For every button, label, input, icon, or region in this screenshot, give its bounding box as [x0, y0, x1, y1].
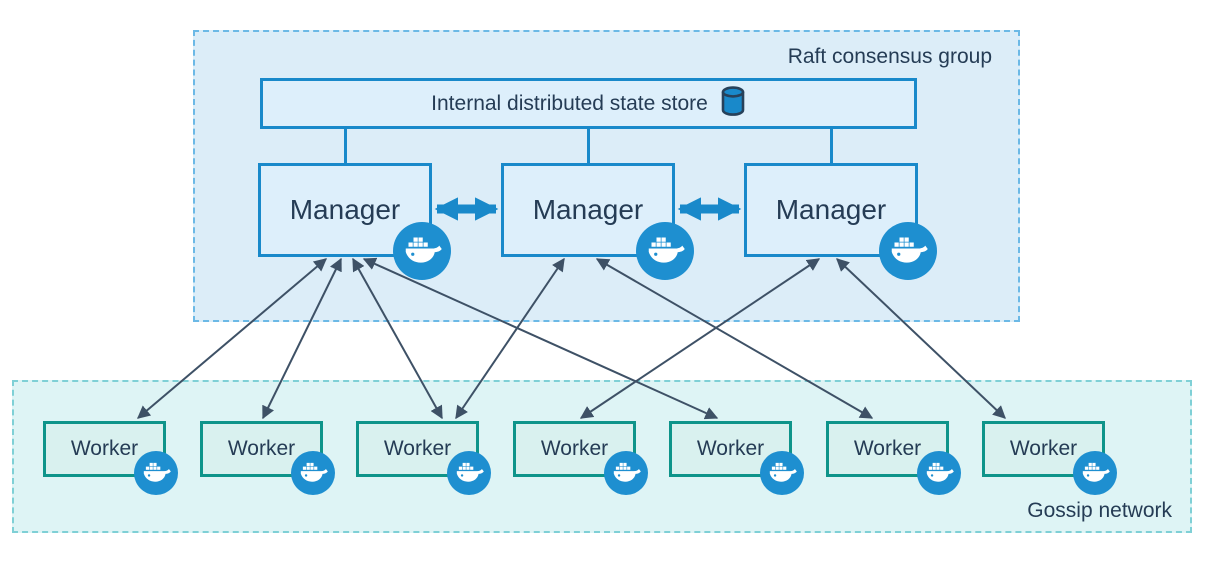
- docker-whale-icon: [879, 222, 937, 280]
- raft-group-label: Raft consensus group: [787, 45, 992, 68]
- worker-box-5: Worker: [669, 421, 804, 495]
- manager-label: Manager: [532, 194, 644, 225]
- gossip-network-label: Gossip network: [1027, 499, 1172, 522]
- worker-box-4: Worker: [513, 421, 648, 495]
- manager-box-3: Manager: [744, 163, 937, 280]
- manager-box-2: Manager: [501, 163, 694, 280]
- worker-box-7: Worker: [982, 421, 1117, 495]
- docker-whale-icon: [760, 451, 804, 495]
- worker-box-6: Worker: [826, 421, 961, 495]
- state-store-box: Internal distributed state store: [260, 78, 917, 129]
- manager-label: Manager: [775, 194, 887, 225]
- docker-whale-icon: [134, 451, 178, 495]
- worker-label: Worker: [227, 437, 296, 460]
- docker-whale-icon: [636, 222, 694, 280]
- store-connector-line: [344, 129, 347, 164]
- docker-whale-icon: [1073, 451, 1117, 495]
- worker-box-3: Worker: [356, 421, 491, 495]
- docker-whale-icon: [291, 451, 335, 495]
- worker-label: Worker: [540, 437, 609, 460]
- manager-label: Manager: [289, 194, 401, 225]
- worker-label: Worker: [853, 437, 922, 460]
- docker-whale-icon: [604, 451, 648, 495]
- worker-label: Worker: [696, 437, 765, 460]
- worker-box-1: Worker: [43, 421, 178, 495]
- state-store-label: Internal distributed state store: [431, 91, 708, 115]
- worker-label: Worker: [70, 437, 139, 460]
- manager-box-1: Manager: [258, 163, 451, 280]
- worker-box-2: Worker: [200, 421, 335, 495]
- store-connector-line: [830, 129, 833, 164]
- store-connector-line: [587, 129, 590, 164]
- docker-whale-icon: [393, 222, 451, 280]
- database-cylinder-icon: [720, 85, 746, 122]
- docker-whale-icon: [917, 451, 961, 495]
- docker-whale-icon: [447, 451, 491, 495]
- worker-label: Worker: [1009, 437, 1078, 460]
- worker-label: Worker: [383, 437, 452, 460]
